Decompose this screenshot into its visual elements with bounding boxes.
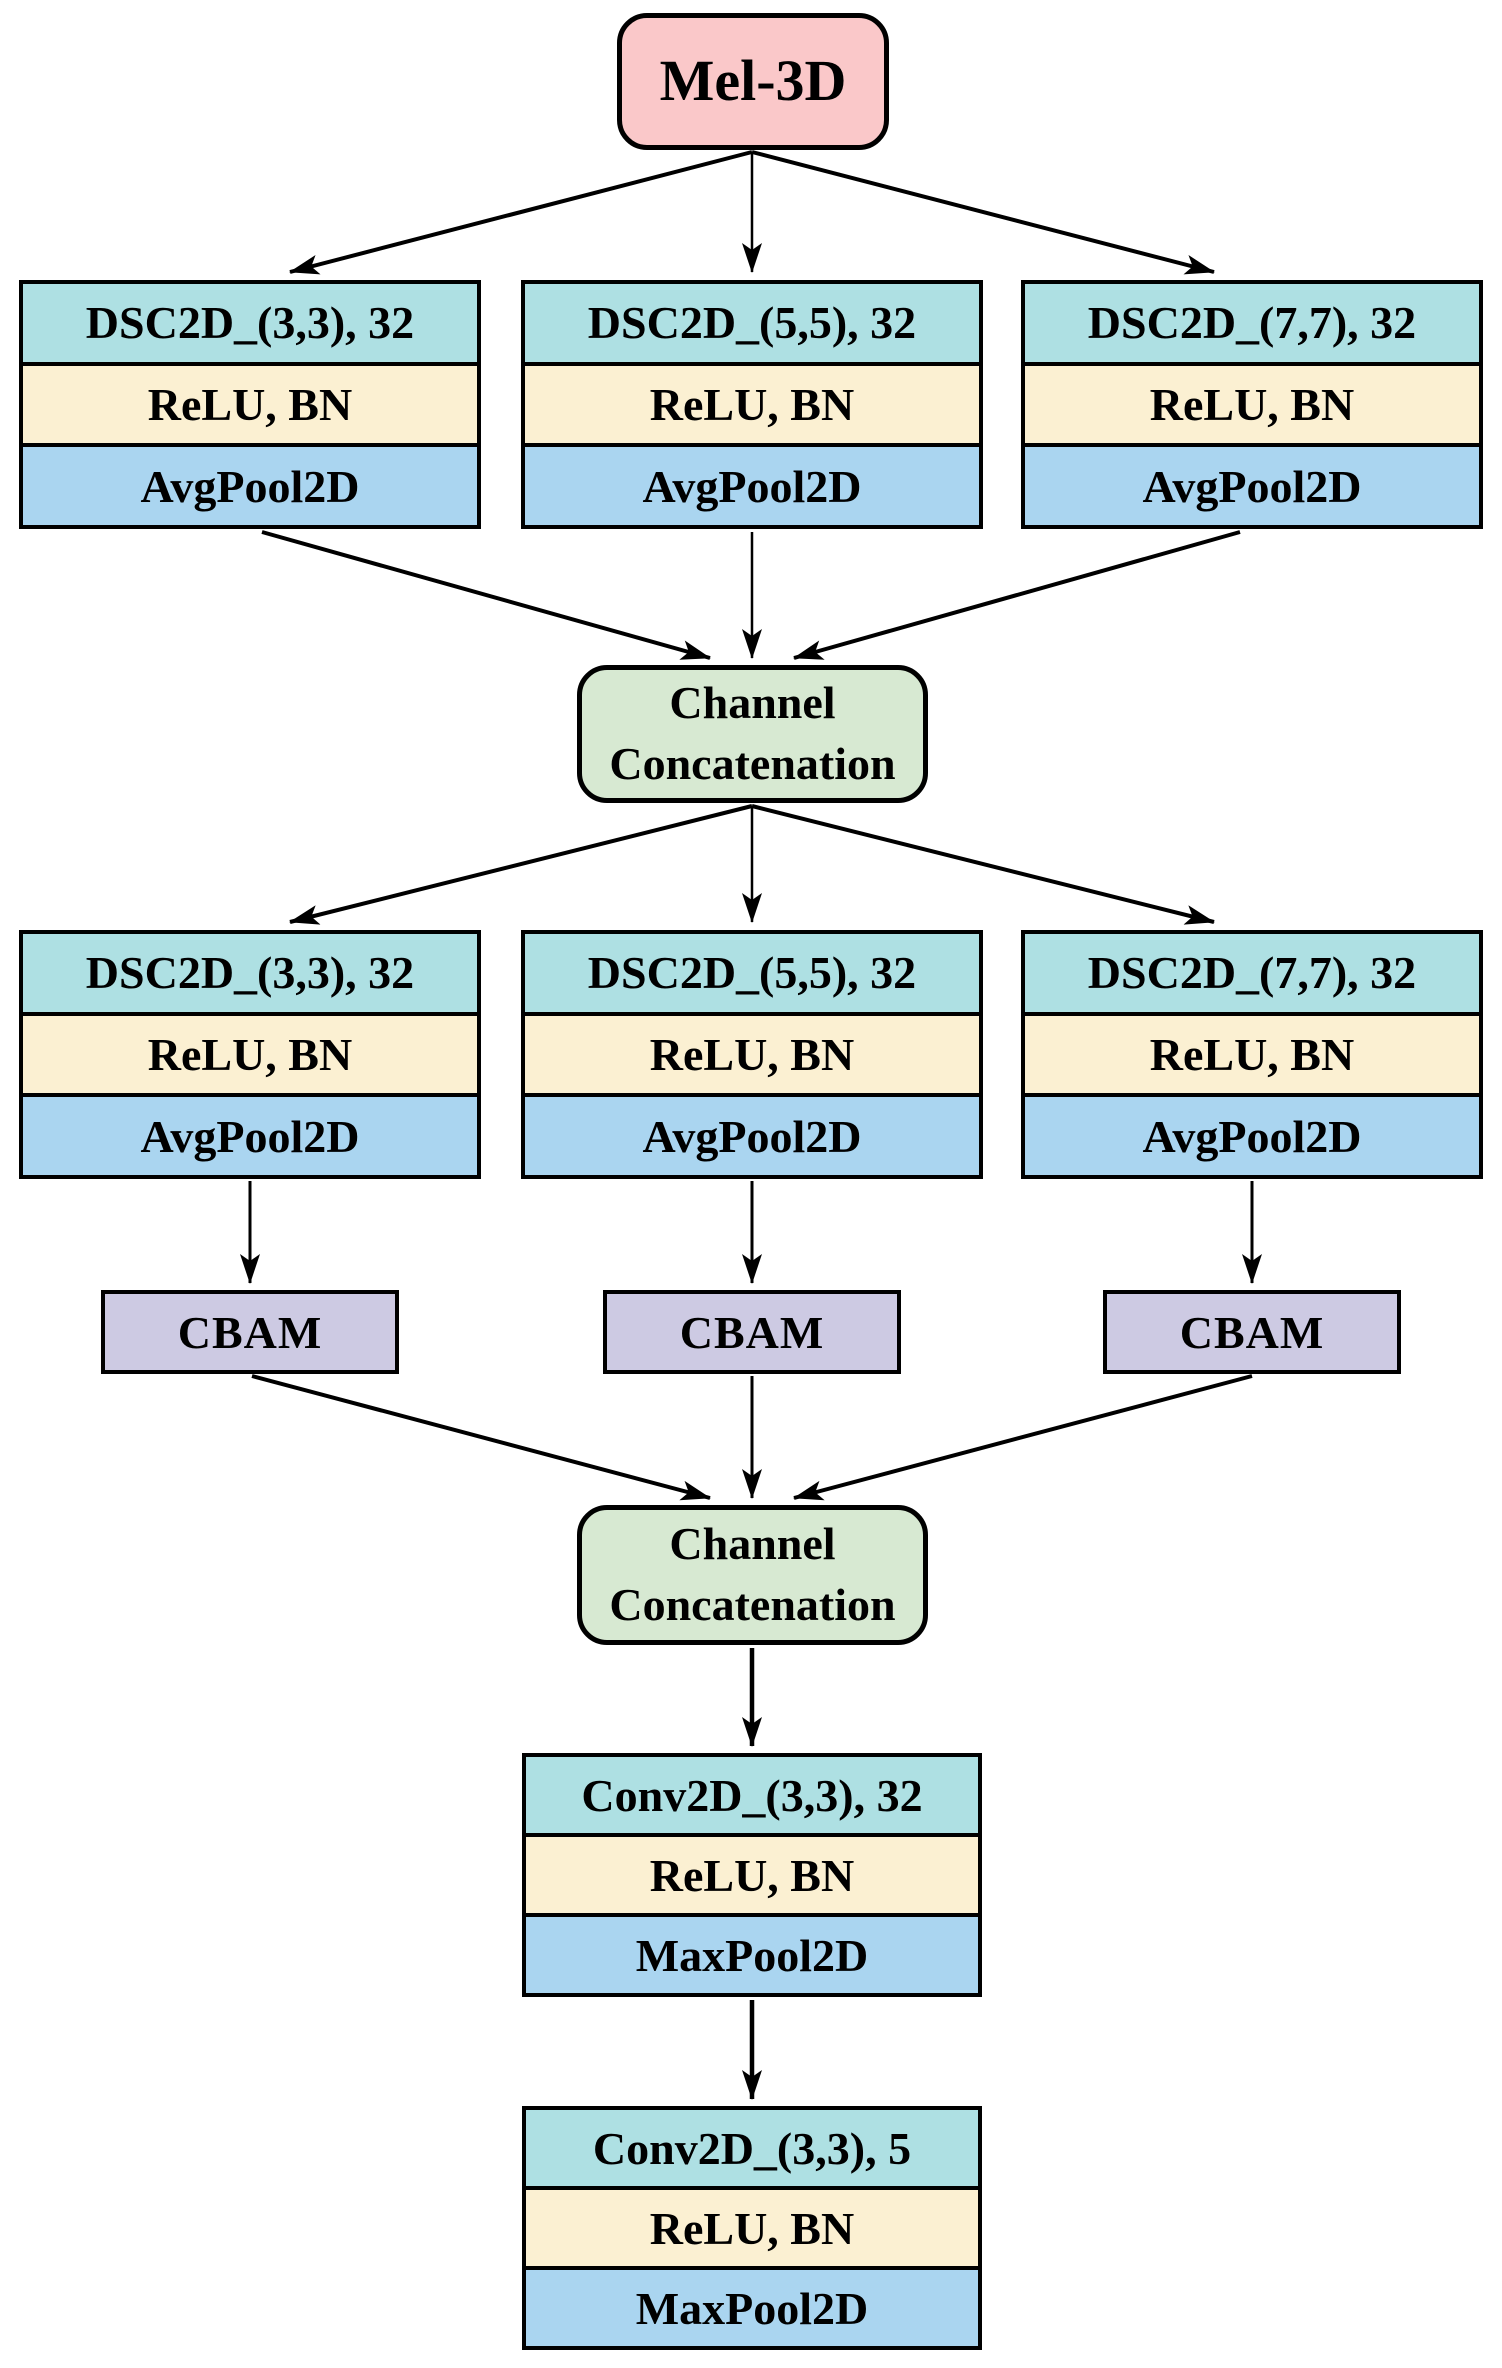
activation-layer-label: ReLU, BN [23, 1015, 477, 1094]
activation-layer-label: ReLU, BN [526, 2190, 978, 2266]
pooling-layer-label: MaxPool2D [526, 2270, 978, 2346]
cbam-node-right: CBAM [1103, 1290, 1401, 1374]
activation-layer-label: ReLU, BN [1025, 1015, 1479, 1094]
arrow-cbam-concat2-right [793, 1374, 1253, 1501]
branch1-block-5x5: DSC2D_(5,5), 32 ReLU, BN AvgPool2D [521, 280, 983, 529]
conv-layer-label: DSC2D_(3,3), 32 [23, 284, 477, 362]
head-block-conv32: Conv2D_(3,3), 32 ReLU, BN MaxPool2D [522, 1753, 982, 1997]
concat-label-line2: Concatenation [609, 1579, 896, 1630]
pooling-layer-label: AvgPool2D [23, 1097, 477, 1176]
arrow-concat1-branch2-left [289, 804, 753, 925]
branch1-block-7x7: DSC2D_(7,7), 32 ReLU, BN AvgPool2D [1021, 280, 1483, 529]
conv-layer-label: DSC2D_(5,5), 32 [525, 934, 979, 1012]
input-node: Mel-3D [617, 13, 889, 150]
arrow-concat1-branch2-right [751, 804, 1215, 925]
concat-label-line2: Concatenation [609, 738, 896, 789]
conv-layer-label: DSC2D_(3,3), 32 [23, 934, 477, 1012]
pooling-layer-label: AvgPool2D [1025, 447, 1479, 526]
cbam-node-left: CBAM [101, 1290, 399, 1374]
activation-layer-label: ReLU, BN [525, 1015, 979, 1094]
input-label: Mel-3D [659, 48, 847, 114]
conv-layer-label: Conv2D_(3,3), 5 [526, 2110, 978, 2186]
head-block-conv5: Conv2D_(3,3), 5 ReLU, BN MaxPool2D [522, 2106, 982, 2350]
pooling-layer-label: AvgPool2D [525, 1097, 979, 1176]
conv-layer-label: DSC2D_(7,7), 32 [1025, 934, 1479, 1012]
activation-layer-label: ReLU, BN [23, 365, 477, 444]
pooling-layer-label: MaxPool2D [526, 1917, 978, 1993]
activation-layer-label: ReLU, BN [1025, 365, 1479, 444]
cbam-label: CBAM [1179, 1306, 1325, 1358]
concat-label-line1: Channel [669, 1518, 836, 1570]
pooling-layer-label: AvgPool2D [23, 447, 477, 526]
arrow-input-branch1-right [751, 150, 1215, 275]
concat-label-line1: Channel [669, 677, 836, 729]
conv-layer-label: DSC2D_(7,7), 32 [1025, 284, 1479, 362]
arrow-cbam-concat2-left [251, 1374, 711, 1501]
conv-layer-label: DSC2D_(5,5), 32 [525, 284, 979, 362]
pooling-layer-label: AvgPool2D [1025, 1097, 1479, 1176]
activation-layer-label: ReLU, BN [526, 1837, 978, 1913]
branch1-block-3x3: DSC2D_(3,3), 32 ReLU, BN AvgPool2D [19, 280, 481, 529]
cbam-label: CBAM [679, 1306, 825, 1358]
cbam-node-mid: CBAM [603, 1290, 901, 1374]
activation-layer-label: ReLU, BN [525, 365, 979, 444]
branch2-block-5x5: DSC2D_(5,5), 32 ReLU, BN AvgPool2D [521, 930, 983, 1179]
channel-concatenation-node-1: Channel Concatenation [577, 665, 928, 803]
pooling-layer-label: AvgPool2D [525, 447, 979, 526]
arrow-branch1-concat1-left [261, 530, 711, 660]
arrow-branch1-concat1-right [793, 530, 1241, 660]
arrow-input-branch1-left [289, 150, 753, 275]
conv-layer-label: Conv2D_(3,3), 32 [526, 1757, 978, 1833]
branch2-block-3x3: DSC2D_(3,3), 32 ReLU, BN AvgPool2D [19, 930, 481, 1179]
branch2-block-7x7: DSC2D_(7,7), 32 ReLU, BN AvgPool2D [1021, 930, 1483, 1179]
cbam-label: CBAM [177, 1306, 323, 1358]
channel-concatenation-node-2: Channel Concatenation [577, 1505, 928, 1645]
